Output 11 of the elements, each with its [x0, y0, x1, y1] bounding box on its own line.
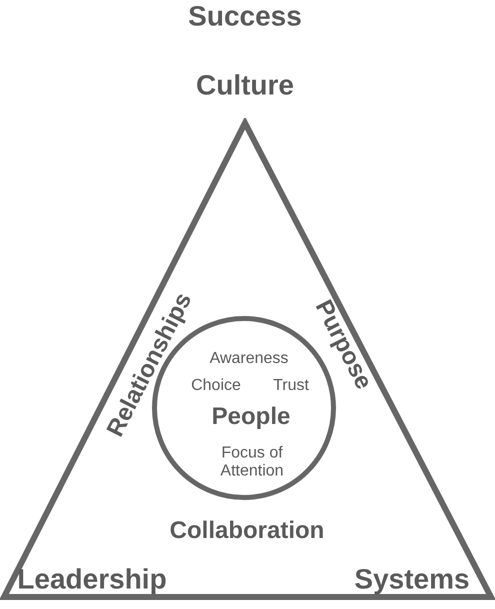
circle-label: Trust — [273, 377, 309, 395]
circle-label: Focus of Attention — [219, 444, 285, 480]
corner-label: Systems — [354, 564, 470, 596]
heading: Success — [188, 2, 302, 32]
circle-label: Awareness — [210, 350, 288, 368]
center-label: People — [212, 404, 290, 430]
side-label: Collaboration — [170, 518, 324, 544]
corner-label: Leadership — [17, 564, 167, 596]
circle-label: Choice — [191, 377, 241, 395]
triangle-frame — [0, 118, 495, 602]
corner-label: Culture — [196, 70, 294, 102]
